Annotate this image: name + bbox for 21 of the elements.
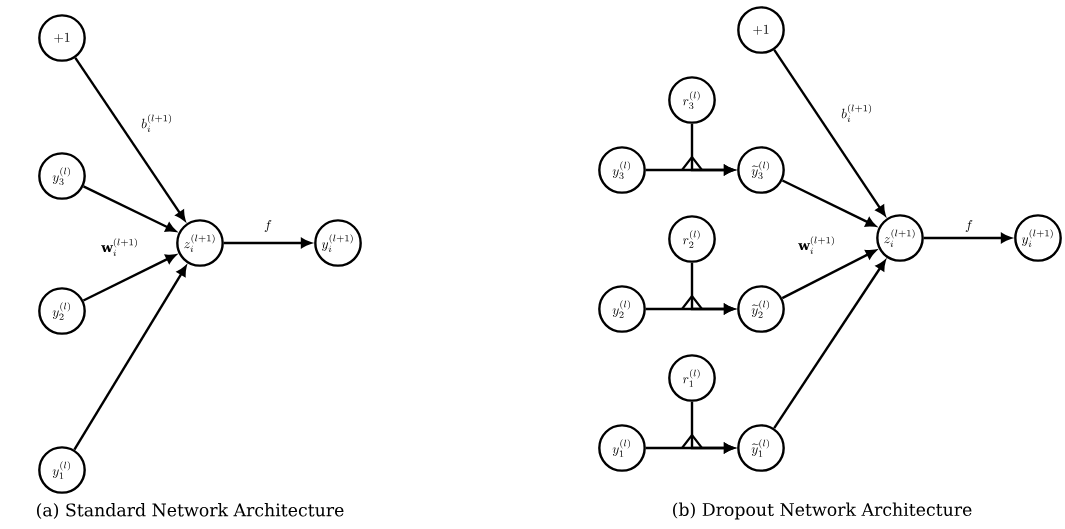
edge-label: $b_i^{(l+1)}$ [141,114,172,132]
arrow [781,179,877,227]
arrow [223,238,312,248]
arrow [690,262,735,314]
arrow [781,249,877,300]
arrow [690,123,735,175]
arrow [690,401,735,453]
caption: (b) Dropout Network Architecture [673,502,972,520]
arrow [773,49,886,216]
arrow [73,265,187,451]
edge-label: $\mathbf{w}_i^{(l+1)}$ [101,238,137,256]
caption: (a) Standard Network Architecture [37,503,344,519]
arrow [773,260,886,429]
edge-label: $\mathbf{w}_i^{(l+1)}$ [798,236,834,254]
arrow [74,57,186,221]
edge-label: $b_i^{(l+1)}$ [841,104,872,122]
arrow [923,233,1012,243]
arrow [82,254,177,302]
arrow [82,185,176,232]
edge-label: $f$ [264,219,272,233]
edge-label: $f$ [965,219,973,233]
